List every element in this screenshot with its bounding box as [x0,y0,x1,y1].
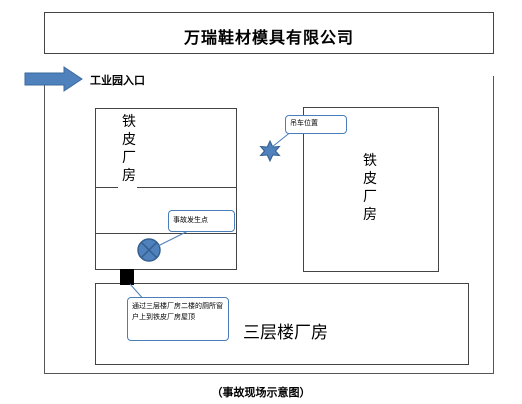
right-shed-label: 铁皮厂房 [363,153,377,223]
left-shed-divider [95,187,118,188]
title-banner: 万瑞鞋材模具有限公司 [44,12,494,54]
accident-point-callout: 事故发生点 [168,210,235,232]
diagram-caption: （事故现场示意图） [211,386,311,399]
site-boundary [44,76,494,374]
page-title: 万瑞鞋材模具有限公司 [183,28,354,47]
accident-marker-icon [137,238,161,262]
entry-path-label: 通过三层楼厂房二楼的厕所窗户上到铁皮厂房屋顶 [132,302,223,321]
window-block [120,269,134,285]
crane-star-icon [259,140,281,162]
three-story-label: 三层楼厂房 [243,323,328,343]
right-iron-shed [303,107,439,272]
crane-position-label: 吊车位置 [290,119,318,127]
entrance-arrow-icon [24,66,83,92]
left-iron-shed [95,108,237,270]
accident-point-label: 事故发生点 [173,216,208,224]
left-shed-label: 铁皮厂房 [122,114,136,184]
entry-path-callout: 通过三层楼厂房二楼的厕所窗户上到铁皮厂房屋顶 [127,297,229,341]
left-shed-divider [137,187,237,188]
left-shed-divider [95,233,237,234]
crane-position-callout: 吊车位置 [285,115,347,134]
entrance-label: 工业园入口 [90,74,145,87]
